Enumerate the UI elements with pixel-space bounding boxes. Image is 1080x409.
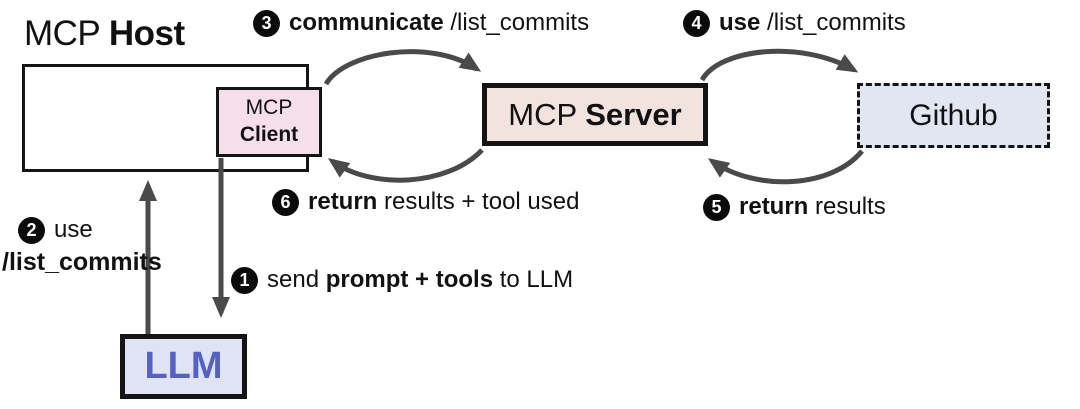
step-4-text-bold: use	[719, 9, 761, 36]
step-6-text: return results + tool used	[308, 188, 579, 216]
github-label: Github	[909, 98, 998, 132]
arrow-github-to-server	[707, 149, 864, 185]
step-1-number-badge: 1	[231, 266, 258, 294]
llm-label: LLM	[144, 345, 223, 387]
arrow-server-to-client	[327, 148, 484, 183]
server-label: MCP Server	[508, 97, 681, 133]
step-6-text-bold: return	[308, 188, 378, 215]
client-box: MCP Client	[216, 87, 322, 157]
server-label-regular: MCP	[508, 96, 586, 132]
step-1-text-bold: prompt + tools	[325, 266, 494, 293]
step-6-text-post: results + tool used	[377, 188, 580, 215]
step-3-text: communicate /list_commits	[289, 9, 589, 37]
server-label-bold: Server	[585, 96, 682, 132]
step-3-text-post: /list_commits	[443, 9, 590, 36]
step-3-label: 3 communicate /list_commits	[253, 9, 589, 37]
step-4-text-post: /list_commits	[760, 9, 906, 36]
step-2-text-bold: /list_commits	[2, 248, 162, 276]
step-5-text: return results	[739, 193, 886, 221]
github-box: Github	[857, 83, 1050, 148]
step-2-row: 2 use	[18, 216, 93, 244]
step-1-text: send prompt + tools to LLM	[267, 266, 573, 294]
client-label-line2: Client	[239, 123, 299, 146]
arrow-client-to-server	[323, 49, 482, 86]
step-5-text-post: results	[808, 193, 886, 220]
step-4-text: use /list_commits	[719, 9, 906, 37]
step-1-text-pre: send	[267, 266, 326, 293]
step-3-number-badge: 3	[253, 9, 280, 37]
server-box: MCP Server	[482, 83, 708, 146]
step-4-label: 4 use /list_commits	[683, 9, 906, 37]
step-2-label: 2 use /list_commits	[2, 216, 162, 277]
llm-box: LLM	[120, 334, 247, 399]
client-label-line1: MCP	[245, 96, 293, 120]
step-6-number-badge: 6	[272, 188, 299, 216]
step-1-text-post: to LLM	[493, 266, 574, 293]
step-6-label: 6 return results + tool used	[272, 188, 579, 216]
host-title-bold: Host	[108, 14, 185, 53]
host-title-regular: MCP	[24, 14, 109, 53]
step-1-label: 1 send prompt + tools to LLM	[231, 266, 573, 294]
step-2-number-badge: 2	[18, 216, 45, 244]
step-4-number-badge: 4	[683, 9, 710, 37]
step-3-text-bold: communicate	[289, 9, 444, 36]
step-5-text-bold: return	[739, 193, 809, 220]
arrow-server-to-github	[699, 48, 859, 82]
host-title: MCP Host	[24, 14, 185, 54]
step-5-number-badge: 5	[703, 193, 730, 221]
step-5-label: 5 return results	[703, 193, 886, 221]
step-2-text-pre: use	[54, 216, 93, 243]
